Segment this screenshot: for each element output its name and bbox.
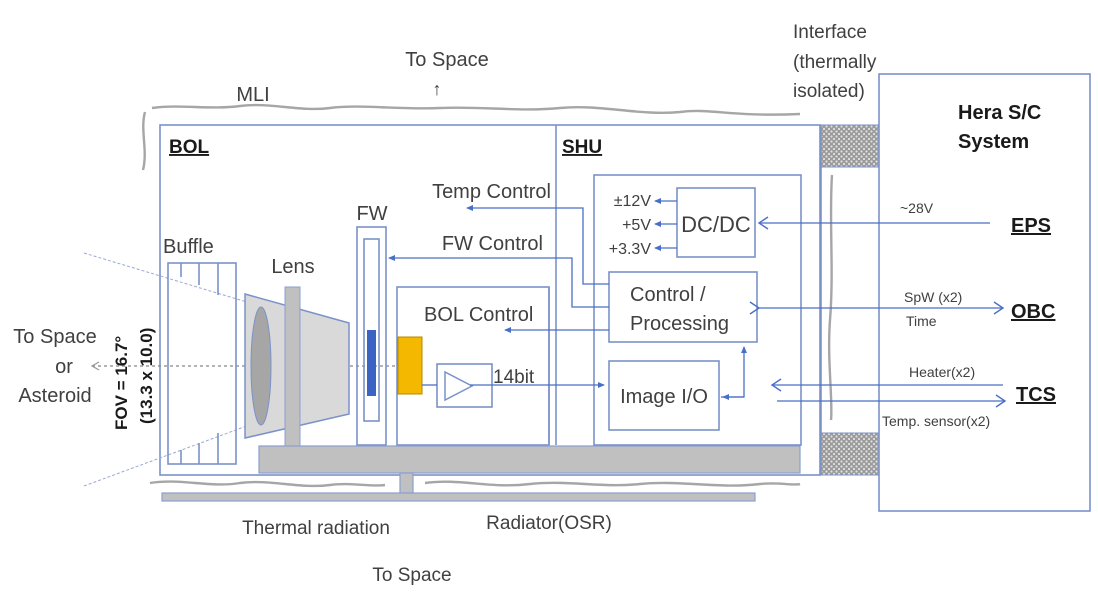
lens-assembly bbox=[244, 286, 350, 448]
dcdc-output-5v: +5V bbox=[622, 217, 651, 234]
control-processing-label-line2: Processing bbox=[630, 313, 729, 335]
image-io-box bbox=[608, 360, 720, 431]
target-label-line2: or bbox=[55, 356, 73, 378]
shu-title: SHU bbox=[562, 137, 602, 158]
amplifier-icon bbox=[444, 370, 474, 402]
interface-label-line3: isolated) bbox=[793, 81, 865, 102]
thermal-isolator-top bbox=[820, 124, 880, 168]
bol-control-label: BOL Control bbox=[424, 304, 533, 326]
mli-top bbox=[151, 103, 801, 116]
fov-upper-ray bbox=[83, 252, 291, 316]
obc-label: OBC bbox=[1011, 301, 1055, 323]
filter-element bbox=[367, 330, 376, 396]
bol-title: BOL bbox=[169, 137, 210, 158]
obc-signal-label: SpW (x2) bbox=[904, 289, 962, 305]
radiator-osr bbox=[161, 492, 756, 502]
mli-bottom-right bbox=[424, 480, 801, 487]
dcdc-label: DC/DC bbox=[681, 212, 751, 237]
wire-temp-control bbox=[466, 205, 609, 285]
thermal-radiation-label: Thermal radiation bbox=[242, 518, 390, 539]
filter-wheel bbox=[356, 226, 387, 446]
bol-control-box bbox=[396, 286, 550, 446]
lens-mount bbox=[284, 286, 301, 448]
interface-label-line1: Interface bbox=[793, 22, 867, 43]
lens-element bbox=[250, 306, 272, 426]
buffle-label: Buffle bbox=[163, 236, 214, 258]
thermal-isolator-bottom bbox=[820, 432, 880, 476]
eps-label: EPS bbox=[1011, 215, 1051, 237]
control-processing-label-line1: Control / bbox=[630, 284, 706, 306]
radiator-label: Radiator(OSR) bbox=[486, 513, 612, 534]
tcs-heater-label: Heater(x2) bbox=[909, 364, 975, 380]
buffle bbox=[167, 262, 237, 465]
interface-label-line2: (thermally bbox=[793, 52, 877, 73]
hera-sc-title-line2: System bbox=[958, 131, 1029, 153]
fw-control-label: FW Control bbox=[442, 233, 543, 255]
mli-left bbox=[141, 111, 147, 171]
mli-right bbox=[827, 174, 834, 421]
detector bbox=[397, 336, 423, 395]
mli-label: MLI bbox=[236, 84, 269, 106]
wire-imageio-control bbox=[721, 346, 747, 398]
target-label-line3: Asteroid bbox=[18, 385, 91, 407]
temp-control-label: Temp Control bbox=[432, 181, 551, 203]
tcs-label: TCS bbox=[1016, 384, 1056, 406]
dcdc-output-3v3: +3.3V bbox=[609, 241, 652, 258]
adc-bits-label: 14bit bbox=[493, 367, 535, 388]
dcdc-output-12v: ±12V bbox=[614, 193, 652, 210]
to-space-up-arrow-icon: ↑ bbox=[433, 79, 442, 99]
base-plate bbox=[258, 445, 801, 474]
fov-label: FOV = 16.7° bbox=[112, 336, 131, 430]
eps-signal-label: ~28V bbox=[900, 200, 934, 216]
tcs-sensor-label: Temp. sensor(x2) bbox=[882, 413, 990, 429]
hera-sc-title-line1: Hera S/C bbox=[958, 102, 1041, 124]
to-space-bottom-label: To Space bbox=[372, 565, 451, 586]
lens-label: Lens bbox=[271, 256, 314, 278]
mli-bottom-left bbox=[149, 480, 386, 488]
radiator-strut bbox=[399, 472, 414, 494]
obc-time-label: Time bbox=[906, 313, 937, 329]
image-io-label: Image I/O bbox=[620, 386, 708, 408]
to-space-top-label: To Space bbox=[405, 49, 488, 71]
wire-fw-control bbox=[388, 255, 609, 308]
hera-sc-system-box bbox=[878, 73, 1091, 512]
target-label-line1: To Space bbox=[13, 326, 96, 348]
dcdc-box bbox=[676, 187, 756, 258]
fov-dimensions-label: (13.3 x 10.0) bbox=[137, 328, 156, 424]
fw-label: FW bbox=[356, 203, 387, 225]
bol-shu-enclosure bbox=[159, 124, 821, 476]
